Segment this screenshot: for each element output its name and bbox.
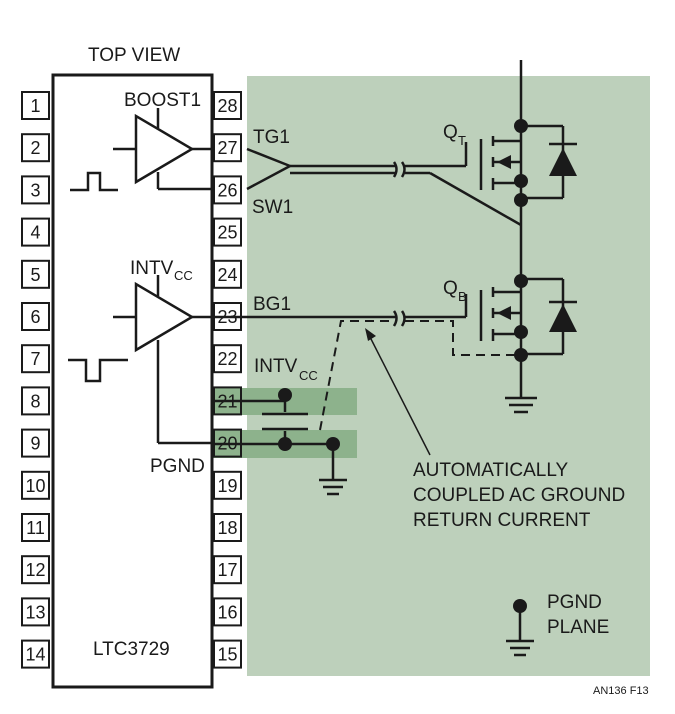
top-node xyxy=(514,174,528,188)
top-mosfet-arrow xyxy=(497,155,511,169)
pin-number: 22 xyxy=(217,349,237,369)
pin-number: 11 xyxy=(26,518,45,538)
cap-node xyxy=(278,437,292,451)
pin-number: 18 xyxy=(217,518,237,538)
figure-id: AN136 F13 xyxy=(593,685,649,697)
pin-number: 6 xyxy=(30,307,40,327)
legend-line-2: PLANE xyxy=(547,617,609,638)
pin-box-right xyxy=(213,470,242,500)
intvcc-net-label: INTV xyxy=(254,356,298,377)
pin-box-left xyxy=(21,217,50,247)
pin-number: 1 xyxy=(30,96,40,116)
pin-box-right xyxy=(213,91,242,120)
pin-number: 15 xyxy=(217,645,237,665)
qb-sub: B xyxy=(458,289,467,304)
annotation-line-1: AUTOMATICALLY xyxy=(413,460,569,481)
pin-box-right xyxy=(213,639,242,669)
bottom-node xyxy=(514,348,528,362)
driver-intvcc-label: INTV xyxy=(130,258,174,279)
legend-line-1: PGND xyxy=(547,592,602,613)
pin-box-left xyxy=(21,555,50,585)
top-view-label: TOP VIEW xyxy=(88,45,180,66)
chip-body xyxy=(51,73,214,689)
pin-number: 26 xyxy=(217,180,237,200)
pin-number: 17 xyxy=(217,560,237,580)
pin-box-right xyxy=(213,133,242,163)
bottom-node xyxy=(514,325,528,339)
qt-sub: T xyxy=(458,133,466,148)
annotation-line-2: COUPLED AC GROUND xyxy=(413,485,625,506)
pin-number: 9 xyxy=(30,434,40,454)
sw1-label: SW1 xyxy=(252,197,293,218)
cap-node xyxy=(278,388,292,402)
annotation-line-3: RETURN CURRENT xyxy=(413,510,591,531)
top-node xyxy=(514,119,528,133)
pin-number: 19 xyxy=(217,476,237,496)
qb-label: Q xyxy=(443,278,458,299)
pin-number: 24 xyxy=(217,265,237,285)
legend-node xyxy=(513,599,527,613)
boost-label: BOOST1 xyxy=(124,90,201,111)
pin-number: 3 xyxy=(30,180,40,200)
bg-trace xyxy=(212,310,466,327)
pin-box-left xyxy=(21,597,50,627)
pin-number: 10 xyxy=(25,476,45,496)
pin-box-right xyxy=(213,597,242,627)
pin-box-right xyxy=(213,259,242,289)
pgnd-plane xyxy=(247,76,650,676)
pin-number: 2 xyxy=(30,138,40,158)
annotation-leader xyxy=(369,336,431,456)
pin-box-left xyxy=(21,428,50,458)
pin-box-right xyxy=(213,513,242,542)
pin-box-right xyxy=(213,175,242,205)
pin-box-left xyxy=(21,302,50,331)
pin-box-left xyxy=(21,386,50,416)
bottom-driver xyxy=(68,275,212,445)
intvcc-net-sub: CC xyxy=(299,368,318,383)
pin-number: 14 xyxy=(25,645,45,665)
pin-box-left xyxy=(21,259,50,289)
qt-label: Q xyxy=(443,122,458,143)
top-node xyxy=(514,193,528,207)
bottom-node xyxy=(514,274,528,288)
ac-return-path xyxy=(319,320,521,431)
pin-box-right xyxy=(213,217,242,247)
part-number: LTC3729 xyxy=(93,639,170,660)
pin-box-left xyxy=(21,91,50,120)
tg1-label: TG1 xyxy=(253,127,290,148)
ground-node xyxy=(326,437,340,451)
pin-number: 8 xyxy=(30,391,40,411)
top-diode xyxy=(549,148,577,176)
pin-box-left xyxy=(21,175,50,205)
pin-number: 13 xyxy=(25,602,45,622)
pin-number: 5 xyxy=(30,265,40,285)
top-driver xyxy=(70,108,212,192)
pin-number: 28 xyxy=(217,96,237,116)
pin-box-right xyxy=(213,555,242,585)
pin-number: 25 xyxy=(217,223,237,243)
pin-number: 27 xyxy=(217,138,237,158)
pin-box-left xyxy=(21,470,50,500)
bottom-diode xyxy=(549,304,577,332)
tg-sw-traces xyxy=(246,147,522,227)
pin-box-left xyxy=(21,639,50,669)
pin-number: 7 xyxy=(30,349,40,369)
pgnd-pin-label: PGND xyxy=(150,456,205,477)
annotation-arrowhead xyxy=(365,328,376,341)
pin-number: 12 xyxy=(25,560,45,580)
pin-box-left xyxy=(21,513,50,542)
pin-number: 4 xyxy=(30,223,40,243)
pin-number: 16 xyxy=(217,602,237,622)
pin-box-right xyxy=(213,344,242,374)
driver-intvcc-sub: CC xyxy=(174,268,193,283)
bottom-mosfet-arrow xyxy=(497,306,511,320)
pin-box-left xyxy=(21,344,50,374)
bg1-label: BG1 xyxy=(253,294,291,315)
pin-box-left xyxy=(21,133,50,163)
